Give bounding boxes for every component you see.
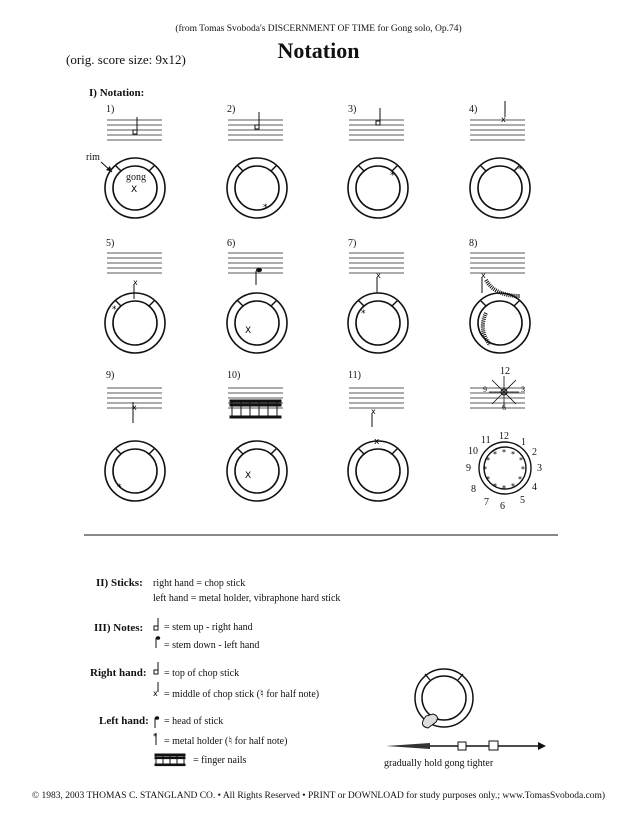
clock-ring-label: 9: [466, 463, 471, 474]
source-line: (from Tomas Svoboda's DISCERNMENT OF TIM…: [175, 24, 462, 34]
svg-text:*: *: [511, 482, 515, 491]
svg-text:x: x: [153, 689, 158, 698]
right-hand-line1: = top of chop stick: [164, 668, 240, 679]
item-number: 6): [227, 238, 236, 249]
svg-text:x: x: [376, 271, 381, 280]
svg-text:x: x: [133, 278, 138, 287]
half-note-icon: ♮: [259, 688, 264, 700]
left-hand-label: Left hand:: [99, 715, 149, 727]
clock-label: 9: [483, 385, 487, 394]
clock-label: 3: [521, 385, 525, 394]
clock-label: 12: [500, 366, 510, 377]
item-number: 4): [469, 104, 478, 115]
svg-text:*: *: [153, 732, 157, 741]
footer-copyright: © 1983, 2003 THOMAS C. STANGLAND CO. • A…: [31, 791, 606, 801]
item-number: 5): [106, 238, 115, 249]
notes-line1: = stem up - right hand: [164, 622, 253, 633]
sticks-label: II) Sticks:: [96, 577, 143, 589]
notes-label: III) Notes:: [94, 622, 144, 634]
left-hand-line1: = head of stick: [164, 716, 224, 727]
sticks-line2: left hand = metal holder, vibraphone har…: [153, 593, 341, 604]
notes-line2: = stem down - left hand: [164, 640, 260, 651]
svg-text:X: X: [245, 471, 251, 481]
item-number: 9): [106, 370, 115, 381]
item-number: 8): [469, 238, 478, 249]
item-number: 3): [348, 104, 357, 115]
half-note-icon: ♮: [228, 735, 233, 747]
item-number: 1): [106, 104, 115, 115]
svg-text:x: x: [132, 403, 137, 412]
svg-text:*: *: [519, 456, 523, 465]
gong-label: gong: [126, 172, 146, 183]
clock-ring-label: 12: [499, 431, 509, 442]
clock-ring-label: 7: [484, 497, 489, 508]
svg-text:*: *: [511, 450, 515, 459]
svg-text:x: x: [501, 115, 506, 124]
svg-text:*: *: [361, 309, 366, 319]
clock-ring-label: 10: [468, 446, 478, 457]
svg-text:*: *: [521, 465, 525, 474]
section-notation-label: I) Notation:: [89, 87, 145, 99]
svg-text:*: *: [486, 456, 490, 465]
svg-text:*: *: [483, 465, 487, 474]
svg-text:*: *: [112, 305, 117, 315]
left-hand-line3: = finger nails: [193, 755, 247, 766]
right-hand-line2-a: = middle of chop stick (: [164, 689, 260, 700]
clock-ring-label: 8: [471, 484, 476, 495]
clock-ring-label: 5: [520, 495, 525, 506]
svg-text:*: *: [502, 484, 506, 493]
orig-size-note: (orig. score size: 9x12): [66, 52, 186, 67]
rim-label: rim: [86, 152, 100, 163]
svg-text:*: *: [518, 475, 522, 484]
svg-text:*: *: [493, 450, 497, 459]
svg-text:*: *: [263, 203, 268, 213]
sticks-line1: right hand = chop stick: [153, 578, 246, 589]
left-hand-line2: = metal holder (♮ for half note): [164, 734, 287, 747]
svg-text:x: x: [371, 407, 376, 416]
page-title: Notation: [277, 38, 360, 63]
svg-text:*: *: [502, 448, 506, 457]
clock-ring-label: 2: [532, 447, 537, 458]
clock-ring-label: 1: [521, 437, 526, 448]
svg-text:X: X: [131, 185, 137, 195]
svg-text:*: *: [493, 482, 497, 491]
right-hand-line2-b: for half note): [266, 689, 320, 700]
svg-text:*: *: [518, 165, 523, 175]
left-hand-line2-a: = metal holder (: [164, 736, 229, 747]
item-number: 2): [227, 104, 236, 115]
svg-text:*: *: [117, 483, 122, 493]
clock-ring-label: 4: [532, 482, 537, 493]
svg-text:*: *: [486, 475, 490, 484]
svg-text:X: X: [245, 326, 251, 336]
svg-text:x: x: [481, 271, 486, 280]
item-number: 7): [348, 238, 357, 249]
item-number: 11): [348, 370, 361, 381]
right-hand-line2: = middle of chop stick (​♮ for half note…: [164, 687, 319, 700]
clock-ring-label: 3: [537, 463, 542, 474]
svg-text:*: *: [390, 171, 395, 181]
clock-ring-label: 11: [481, 435, 491, 446]
gong-caption: gradually hold gong tighter: [384, 758, 494, 769]
left-hand-line2-b: for half note): [234, 736, 288, 747]
svg-text:x: x: [374, 437, 380, 447]
right-hand-label: Right hand:: [90, 667, 147, 679]
item-number: 10): [227, 370, 241, 381]
clock-ring-label: 6: [500, 501, 505, 512]
